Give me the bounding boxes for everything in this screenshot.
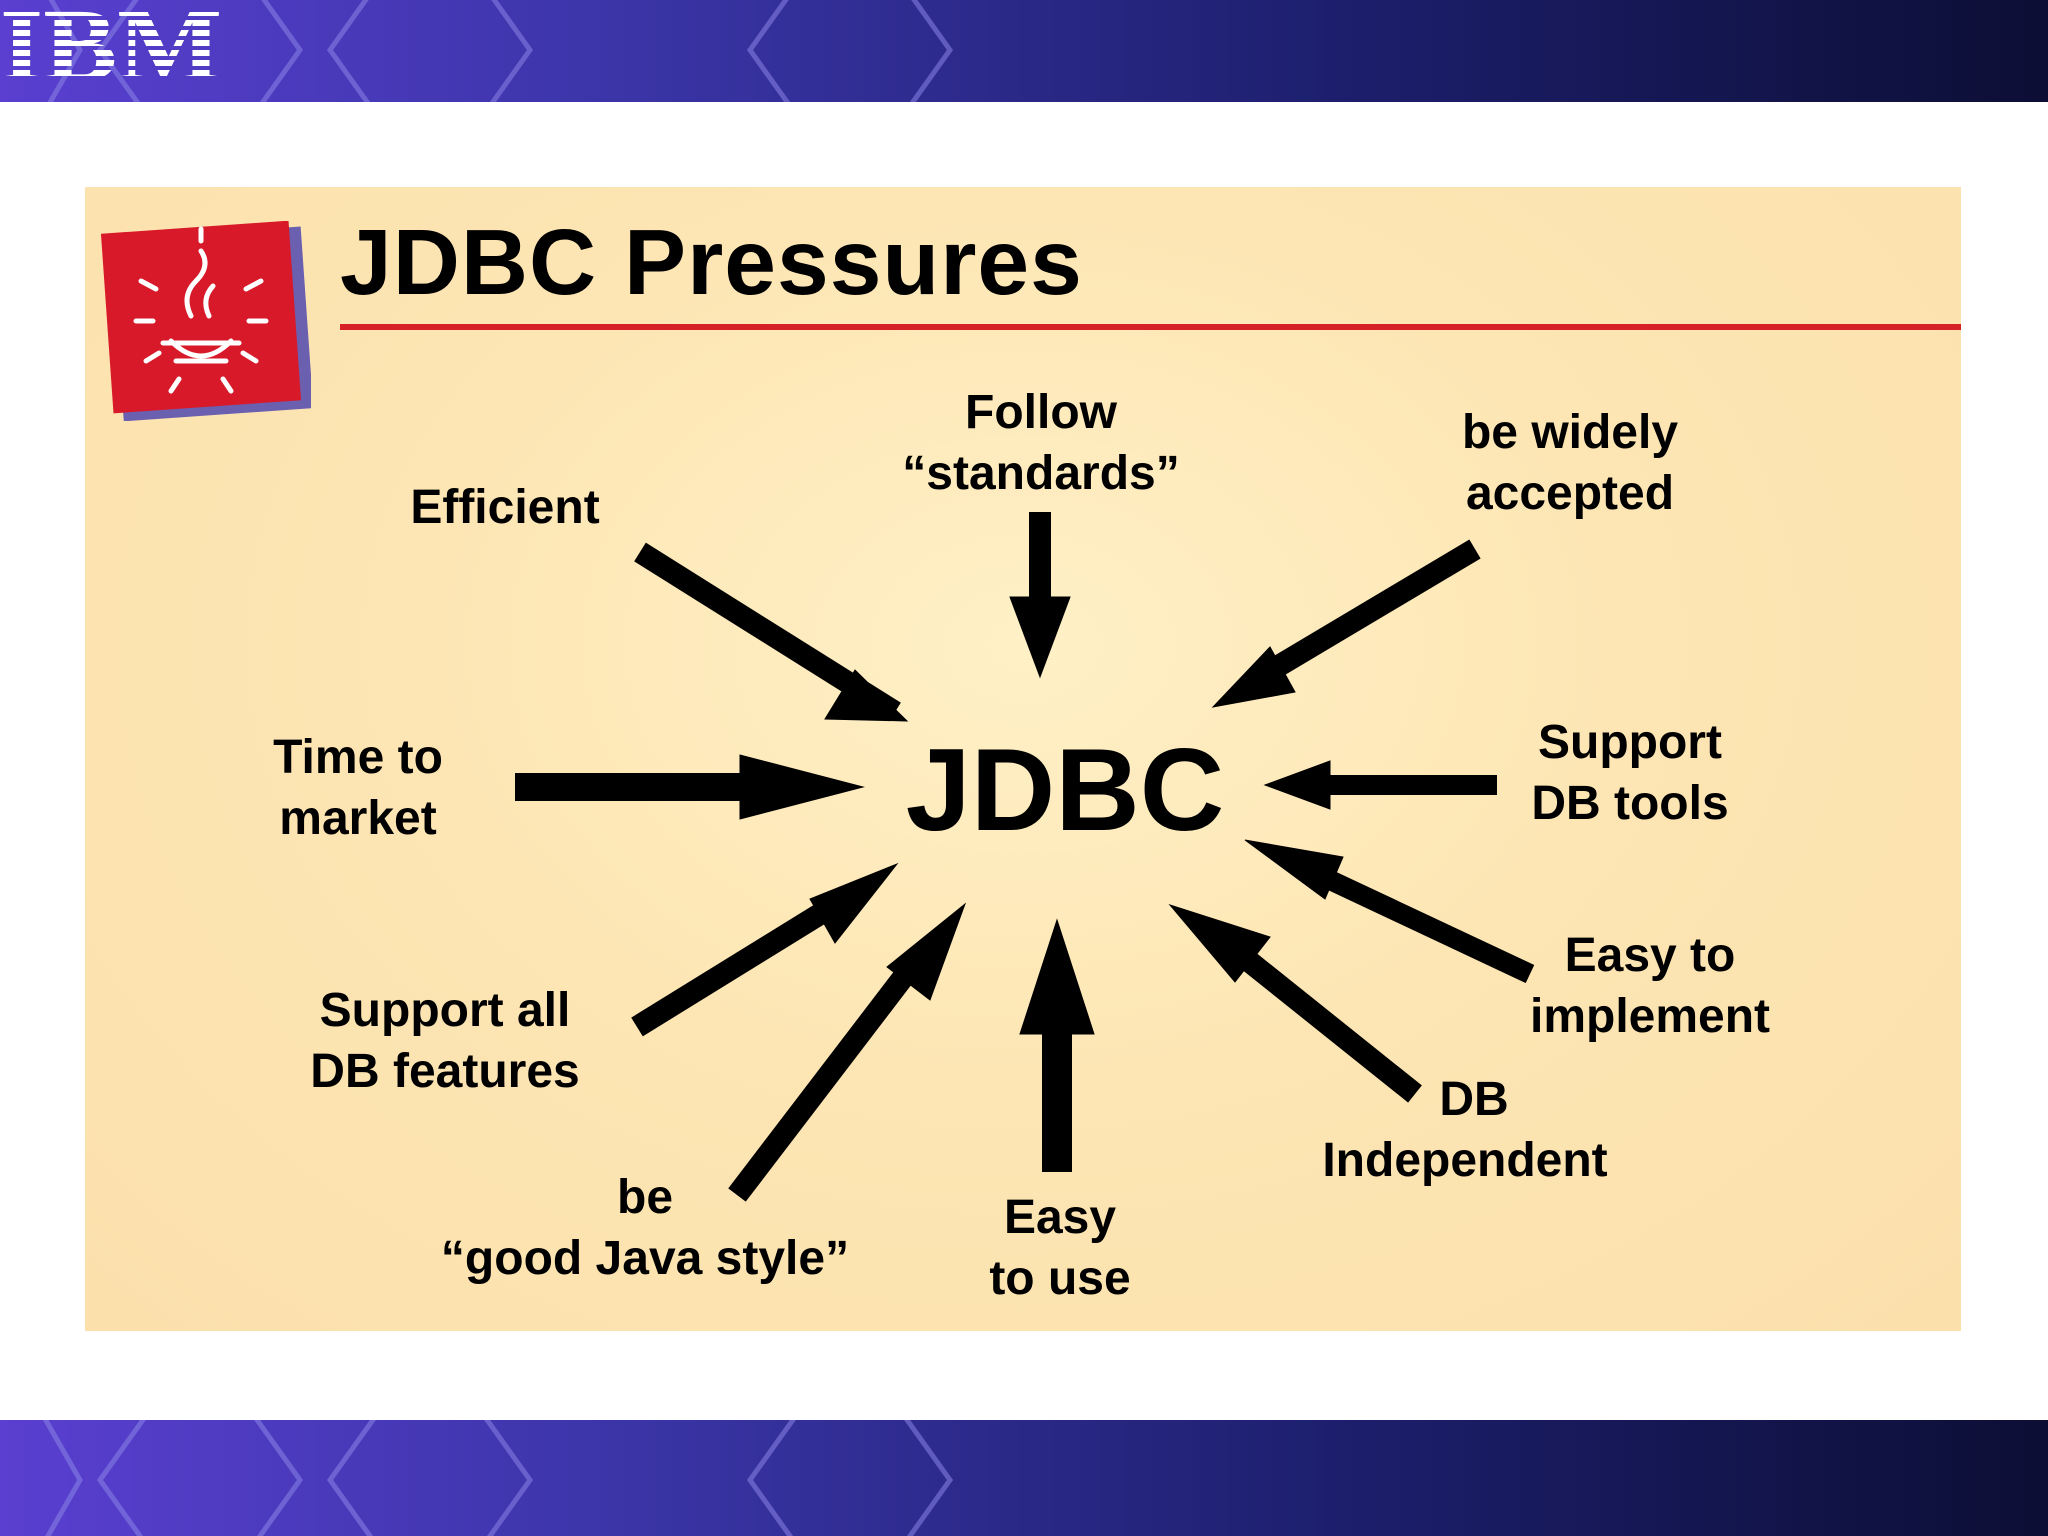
label-line: Independent [1322,1134,1608,1187]
label-time-to-market: Time to market [273,727,443,849]
label-line: Time to [273,731,443,784]
label-widely-accepted: be widely accepted [1462,402,1678,524]
label-line: be [616,1171,674,1224]
center-jdbc: JDBC [905,724,1225,855]
label-line: accepted [1465,467,1675,520]
ibm-logo: IBM [0,0,222,92]
arrow-icon [1263,760,1497,810]
label-good-java-style: be “good Java style” [441,1167,849,1289]
arrow-icon [1009,512,1071,679]
label-line: Efficient [410,481,600,534]
label-easy-to-use: Easy to use [989,1187,1130,1309]
pressure-arrows [515,512,1535,1202]
label-line: to use [989,1252,1131,1305]
title-underline [340,324,1961,330]
label-line: be widely [1461,406,1679,459]
arrow-icon [1168,903,1422,1103]
label-line: DB tools [1531,777,1729,830]
arrow-icon [1211,539,1481,708]
label-line: Support [1538,716,1722,769]
label-line: Follow [965,386,1117,439]
label-line: “standards” [902,447,1180,500]
label-efficient: Efficient [410,477,599,538]
label-follow-standards: Follow “standards” [902,382,1179,504]
slide-panel: JDBC Pressures [85,187,1961,1331]
arrow-icon [1019,918,1095,1172]
label-line: market [279,792,437,845]
label-line: Support all [319,984,571,1037]
label-easy-to-implement: Easy to implement [1530,925,1770,1047]
label-support-all-db-features: Support all DB features [310,980,579,1102]
hexagon-pattern [47,0,954,102]
footer-band [0,1420,2048,1536]
slide-title: JDBC Pressures [340,210,1083,314]
ibm-logo-text: IBM [0,0,222,92]
label-line: Easy [1003,1191,1117,1244]
label-support-db-tools: Support DB tools [1531,712,1728,834]
arrow-icon [515,754,865,820]
arrow-icon [728,902,967,1202]
arrow-icon [634,542,909,722]
label-line: “good Java style” [440,1232,850,1285]
header-band: IBM [0,0,2048,102]
label-line: Easy to [1564,929,1736,982]
arrow-icon [1244,839,1535,984]
arrow-icon [631,862,899,1037]
label-db-independent: DB Independent [1322,1069,1607,1191]
label-line: DB [1439,1073,1509,1126]
label-line: DB features [310,1045,580,1098]
java-cup-icon [101,221,311,421]
label-line: implement [1529,990,1771,1043]
hexagon-pattern [42,1420,954,1536]
